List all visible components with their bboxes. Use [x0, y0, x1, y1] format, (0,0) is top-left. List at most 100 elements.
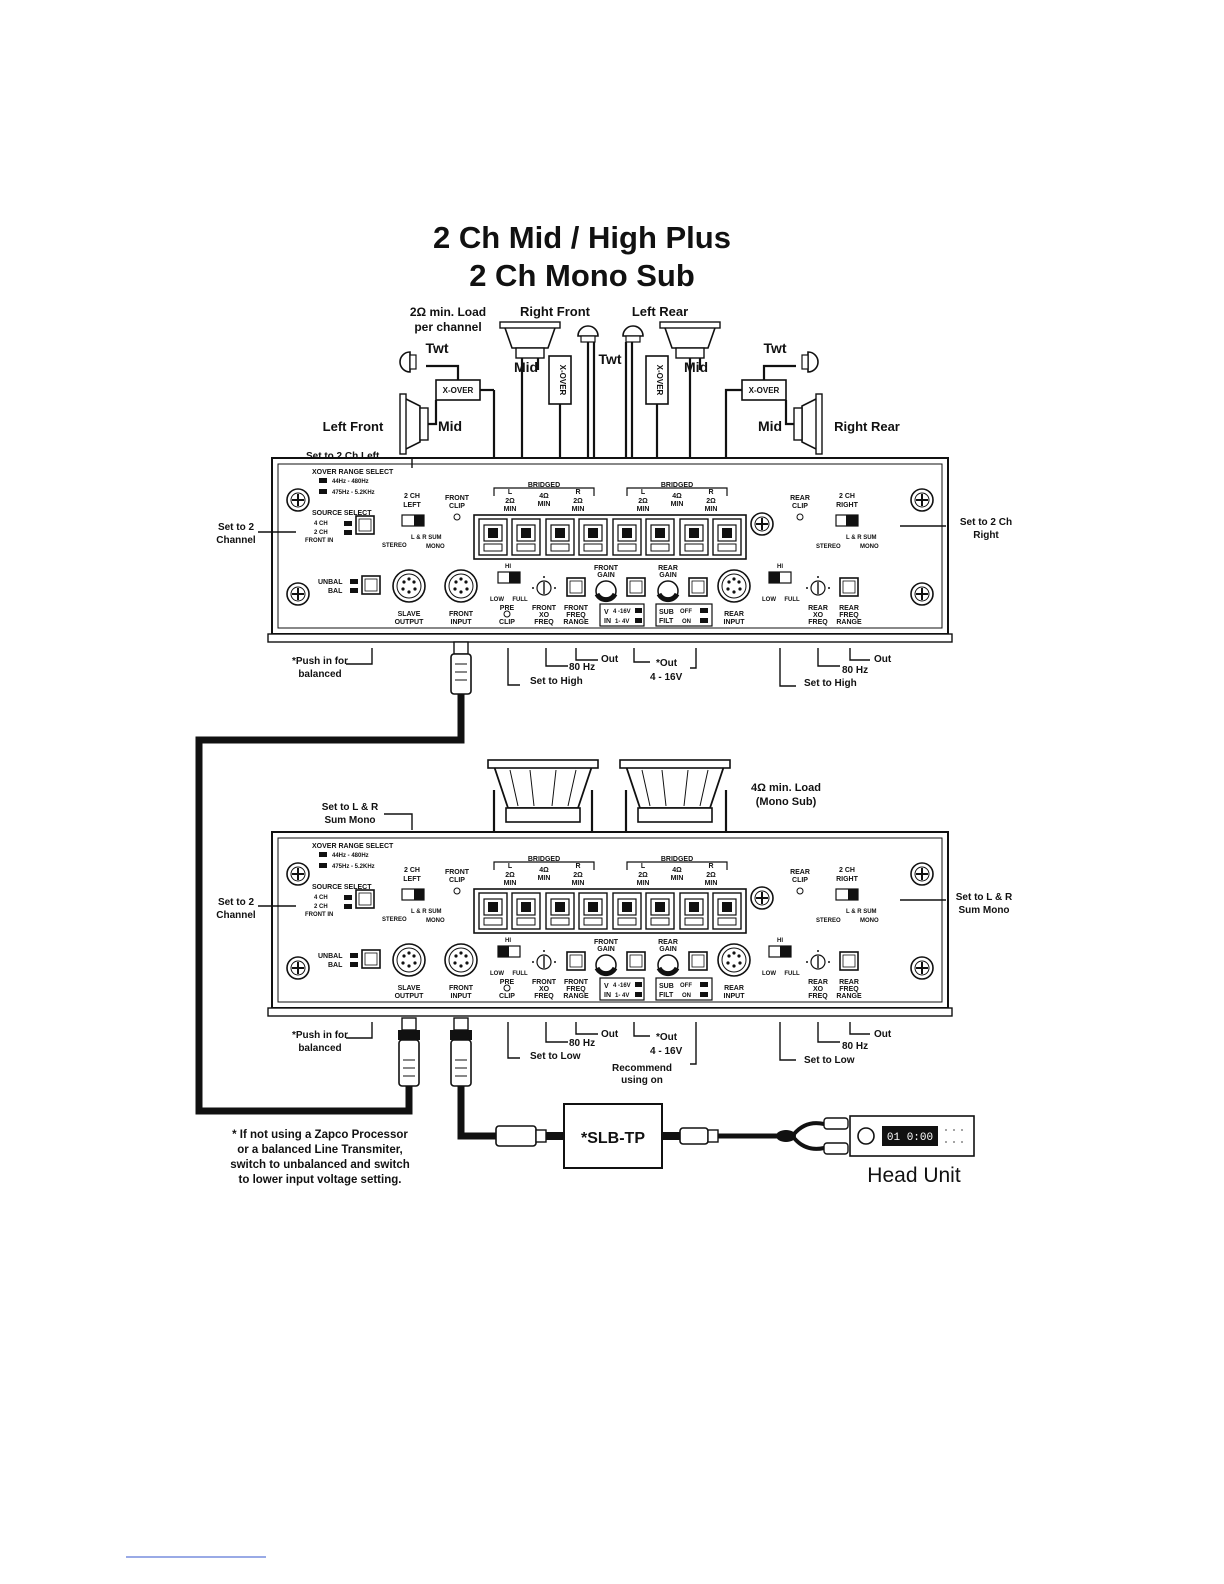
callout-push-in-1: *Push in for — [292, 656, 348, 667]
svg-text:LEFT: LEFT — [403, 876, 421, 883]
svg-text:GAIN: GAIN — [597, 946, 615, 953]
load-note-bottom-2: (Mono Sub) — [756, 796, 817, 808]
callout-set-lr-sum-right-2: Sum Mono — [958, 905, 1009, 916]
svg-text:L & R SUM: L & R SUM — [411, 535, 442, 541]
speaker-terminal — [612, 892, 642, 930]
svg-text:L: L — [508, 863, 513, 870]
din-connector-icon — [392, 569, 426, 603]
svg-text:MONO: MONO — [426, 918, 445, 924]
svg-text:LOW: LOW — [762, 597, 776, 603]
svg-text:SLAVE: SLAVE — [398, 985, 421, 992]
svg-text:ON: ON — [682, 993, 691, 999]
din-connector-icon — [717, 569, 751, 603]
tweeter-icon — [622, 325, 644, 343]
title-line1: 2 Ch Mid / High Plus — [433, 220, 731, 255]
front-gain-knob-icon — [596, 581, 616, 601]
footnote-line: or a balanced Line Transmiter, — [237, 1144, 403, 1156]
speaker-terminal — [545, 518, 575, 556]
callout-set-low: Set to Low — [804, 1055, 855, 1066]
label-twt: Twt — [763, 340, 786, 356]
svg-text:FREQ: FREQ — [566, 612, 586, 619]
speaker-terminal — [712, 892, 742, 930]
label-left-front: Left Front — [323, 419, 384, 434]
screw-icon — [286, 488, 310, 512]
svg-text:FRONT: FRONT — [445, 869, 470, 876]
svg-text:XO: XO — [813, 986, 824, 993]
callout-push-in-1: *Push in for — [292, 1030, 348, 1041]
svg-text:INPUT: INPUT — [451, 619, 473, 626]
svg-text:FREQ: FREQ — [534, 993, 554, 1000]
load-note-bottom-1: 4Ω min. Load — [751, 782, 821, 794]
din-connector-icon — [444, 943, 478, 977]
svg-text:4 CH: 4 CH — [314, 521, 328, 527]
woofer-icon — [499, 321, 561, 359]
label-twt: Twt — [425, 340, 448, 356]
label-mid: Mid — [438, 418, 462, 434]
svg-text:SUB: SUB — [659, 609, 674, 616]
tweeter-icon — [399, 351, 417, 373]
svg-text:2Ω: 2Ω — [638, 498, 648, 505]
label-right-rear: Right Rear — [834, 419, 900, 434]
svg-text:L & R SUM: L & R SUM — [846, 909, 877, 915]
callout-set-2ch-right-2: Right — [973, 530, 999, 541]
source-select-button — [355, 889, 375, 909]
svg-text:BAL: BAL — [328, 962, 343, 969]
callout-recommend-2: using on — [621, 1075, 663, 1086]
svg-text:UNBAL: UNBAL — [318, 953, 343, 960]
rca-cable — [662, 1117, 849, 1155]
svg-text:REAR: REAR — [808, 605, 828, 612]
screw-icon — [910, 956, 934, 980]
svg-text:RANGE: RANGE — [836, 619, 862, 626]
speaker-terminal — [545, 892, 575, 930]
svg-text:CLIP: CLIP — [499, 993, 515, 1000]
svg-text:X-OVER: X-OVER — [558, 365, 567, 396]
svg-text:REAR: REAR — [724, 985, 744, 992]
svg-text:REAR: REAR — [790, 495, 810, 502]
speaker-terminal — [645, 518, 675, 556]
svg-text:MONO: MONO — [426, 544, 445, 550]
svg-text:CLIP: CLIP — [499, 619, 515, 626]
svg-text:FREQ: FREQ — [808, 619, 828, 626]
svg-text:XO: XO — [539, 986, 550, 993]
rear-gain-knob-icon — [658, 581, 678, 601]
speaker-terminal — [679, 892, 709, 930]
callout-set-low: Set to Low — [530, 1051, 581, 1062]
svg-text:STEREO: STEREO — [382, 543, 407, 549]
svg-text:CLIP: CLIP — [792, 877, 808, 884]
svg-text:BRIDGED: BRIDGED — [661, 482, 693, 489]
svg-text:2Ω: 2Ω — [573, 872, 583, 879]
callout-set-2-channel-2: Channel — [216, 535, 256, 546]
svg-text:SOURCE SELECT: SOURCE SELECT — [312, 510, 372, 517]
svg-text:REAR: REAR — [839, 605, 859, 612]
label-mid: Mid — [514, 359, 538, 375]
svg-text:*SLB-TP: *SLB-TP — [581, 1130, 645, 1147]
callout-out: Out — [874, 654, 892, 665]
svg-text:FRONT: FRONT — [564, 979, 589, 986]
svg-text:FRONT: FRONT — [532, 979, 557, 986]
svg-text:INPUT: INPUT — [451, 993, 473, 1000]
svg-text:FILT: FILT — [659, 992, 674, 999]
svg-text:MIN: MIN — [671, 875, 684, 882]
svg-text:MONO: MONO — [860, 918, 879, 924]
svg-text:SUB: SUB — [659, 983, 674, 990]
svg-text:RANGE: RANGE — [563, 993, 589, 1000]
svg-text:L & R SUM: L & R SUM — [846, 535, 877, 541]
svg-text:MIN: MIN — [705, 506, 718, 513]
svg-text:STEREO: STEREO — [382, 917, 407, 923]
svg-text:XO: XO — [813, 612, 824, 619]
footnote-line: to lower input voltage setting. — [239, 1174, 402, 1186]
svg-text:MIN: MIN — [504, 880, 517, 887]
svg-text:FRONT: FRONT — [449, 985, 474, 992]
speaker-terminal — [612, 518, 642, 556]
title-line2: 2 Ch Mono Sub — [469, 258, 695, 293]
svg-text:STEREO: STEREO — [816, 544, 841, 550]
callout-out: Out — [601, 654, 619, 665]
subwoofer-icon — [619, 759, 731, 823]
svg-text:FRONT: FRONT — [594, 939, 619, 946]
svg-text:FILT: FILT — [659, 618, 674, 625]
label-left-rear: Left Rear — [632, 304, 688, 319]
svg-text:FRONT IN: FRONT IN — [305, 912, 333, 918]
svg-text:HI: HI — [505, 938, 511, 944]
svg-text:GAIN: GAIN — [659, 572, 677, 579]
